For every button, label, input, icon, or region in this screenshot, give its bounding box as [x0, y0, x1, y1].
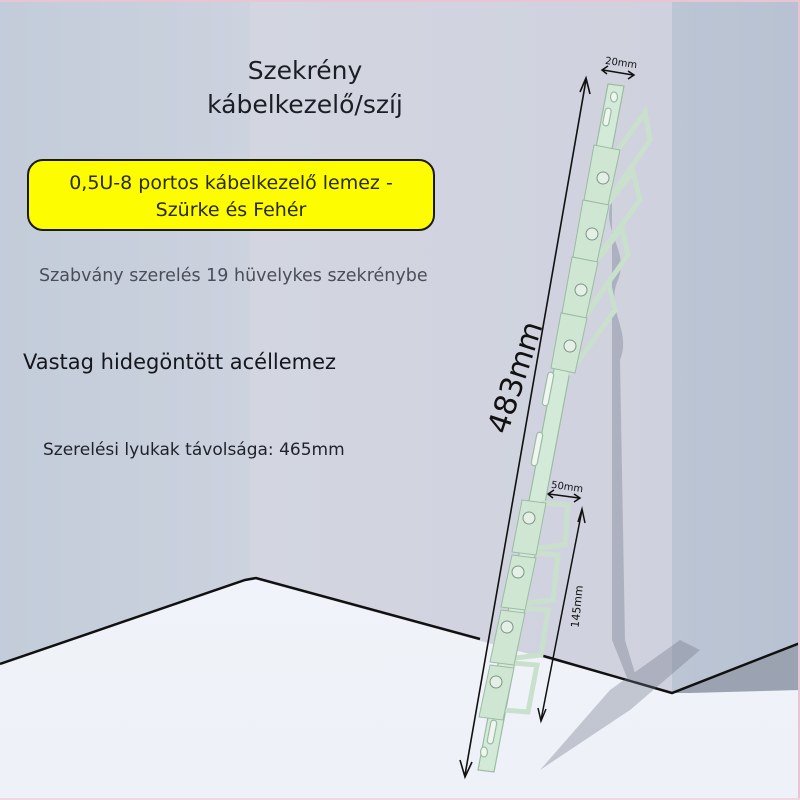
variant-line-1: 0,5U-8 portos kábelkezelő lemez -: [69, 172, 393, 194]
bottom-border: [0, 798, 800, 800]
cable-rings-lower: [500, 500, 571, 715]
feature-material: Vastag hidegöntött acéllemez: [23, 350, 337, 374]
product-variant-badge: 0,5U-8 portos kábelkezelő lemez - Szürke…: [27, 159, 435, 231]
feature-standard-mount: Szabvány szerelés 19 hüvelykes szekrényb…: [39, 266, 428, 286]
title-line-1: Szekrény: [247, 56, 363, 85]
product-title: Szekrény kábelkezelő/szíj: [160, 54, 450, 122]
title-line-2: kábelkezelő/szíj: [207, 90, 403, 119]
right-border: [798, 0, 800, 800]
cable-rings-upper: [567, 105, 653, 376]
top-border: [0, 0, 800, 2]
length-arrow: [459, 75, 591, 780]
variant-line-2: Szürke és Fehér: [155, 199, 307, 221]
feature-hole-spacing: Szerelési lyukak távolsága: 465mm: [43, 440, 345, 460]
